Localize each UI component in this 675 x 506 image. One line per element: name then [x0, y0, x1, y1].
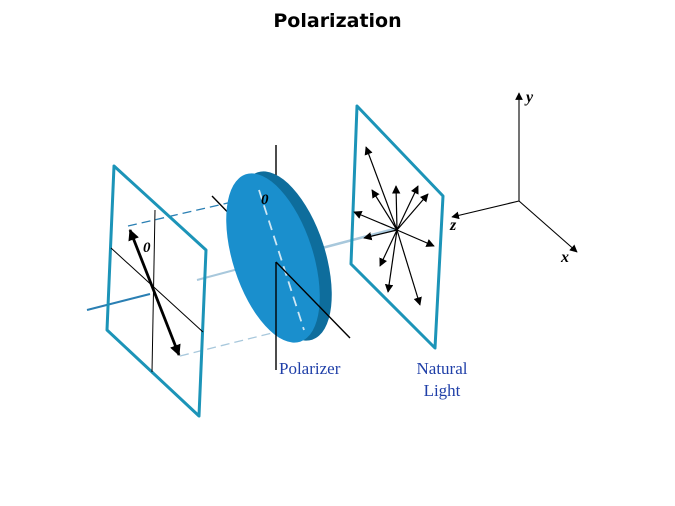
polarized-vector-arrow — [128, 228, 181, 357]
page-title: Polarization — [273, 10, 402, 32]
z-axis-arrow — [451, 200, 520, 220]
output-frame — [105, 164, 208, 418]
polarizer-disk — [211, 145, 351, 370]
axis-z-label: z — [449, 217, 457, 234]
x-axis-arrow — [518, 200, 578, 253]
natural-light-label-line2: Light — [424, 381, 461, 400]
axis-y-label: y — [524, 89, 534, 106]
zero-label-disk: 0 — [261, 192, 269, 208]
natural-light-vectors — [353, 146, 435, 306]
polarizer-label: Polarizer — [279, 359, 341, 378]
zero-label-left: 0 — [143, 240, 151, 256]
axis-x-label: x — [560, 249, 569, 266]
natural-light-frame — [349, 104, 445, 350]
coordinate-axes — [451, 92, 578, 253]
natural-light-label-line1: Natural — [417, 359, 468, 378]
